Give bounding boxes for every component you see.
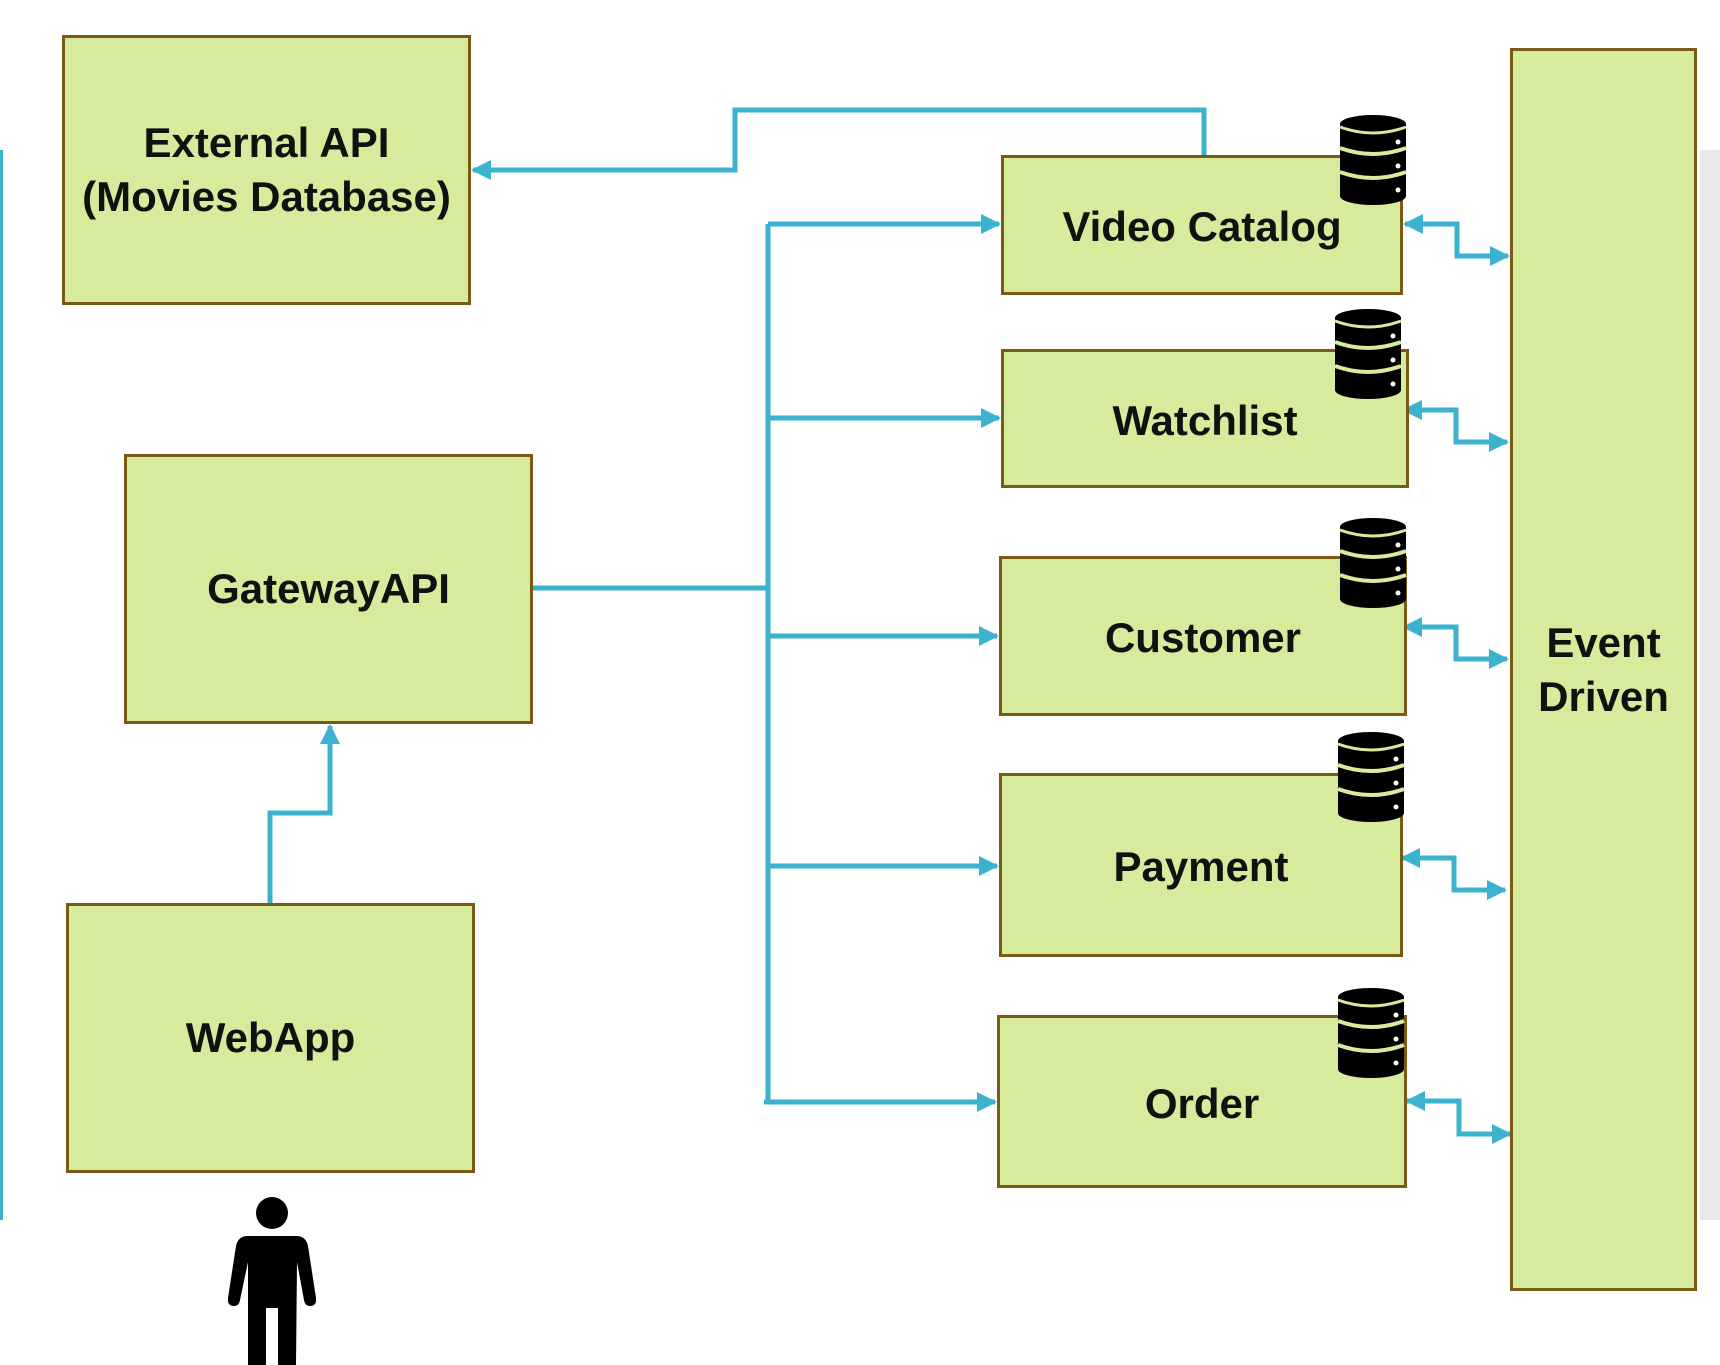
database-icon (1339, 518, 1407, 608)
webapp-node: WebApp (66, 903, 475, 1173)
database-icon (1334, 309, 1402, 399)
user-icon (228, 1197, 316, 1365)
edge-order-event-bus (1405, 1091, 1512, 1144)
watchlist-label: Watchlist (1112, 396, 1298, 444)
order-label: Order (1144, 1079, 1260, 1127)
gateway-api-label: GatewayAPI (207, 565, 450, 613)
external-api-label: External API (Movies Database) (82, 119, 451, 220)
database-icon (1337, 988, 1405, 1078)
customer-node: Customer (999, 556, 1407, 716)
edge-video-catalog-event-bus (1403, 214, 1510, 266)
payment-label: Payment (1113, 843, 1289, 891)
video-catalog-label: Video Catalog (1062, 203, 1342, 251)
video-catalog-node: Video Catalog (1001, 155, 1403, 295)
event-driven-node: Event Driven (1510, 48, 1697, 1291)
slide-edge-right (1700, 150, 1720, 1220)
external-api-node: External API (Movies Database) (62, 35, 471, 305)
edge-webapp-gateway (267, 724, 340, 903)
edge-watchlist-event-bus (1402, 400, 1509, 452)
webapp-label: WebApp (185, 1014, 356, 1062)
edge-video-catalog-external-api (471, 107, 1207, 180)
customer-label: Customer (1104, 614, 1302, 662)
edge-payment-event-bus (1400, 848, 1507, 900)
slide-edge-left (0, 150, 3, 1220)
edge-customer-event-bus (1402, 617, 1509, 669)
event-driven-label: Event Driven (1538, 618, 1669, 720)
payment-node: Payment (999, 773, 1403, 957)
database-icon (1339, 115, 1407, 205)
database-icon (1337, 732, 1405, 822)
gateway-api-node: GatewayAPI (124, 454, 533, 724)
